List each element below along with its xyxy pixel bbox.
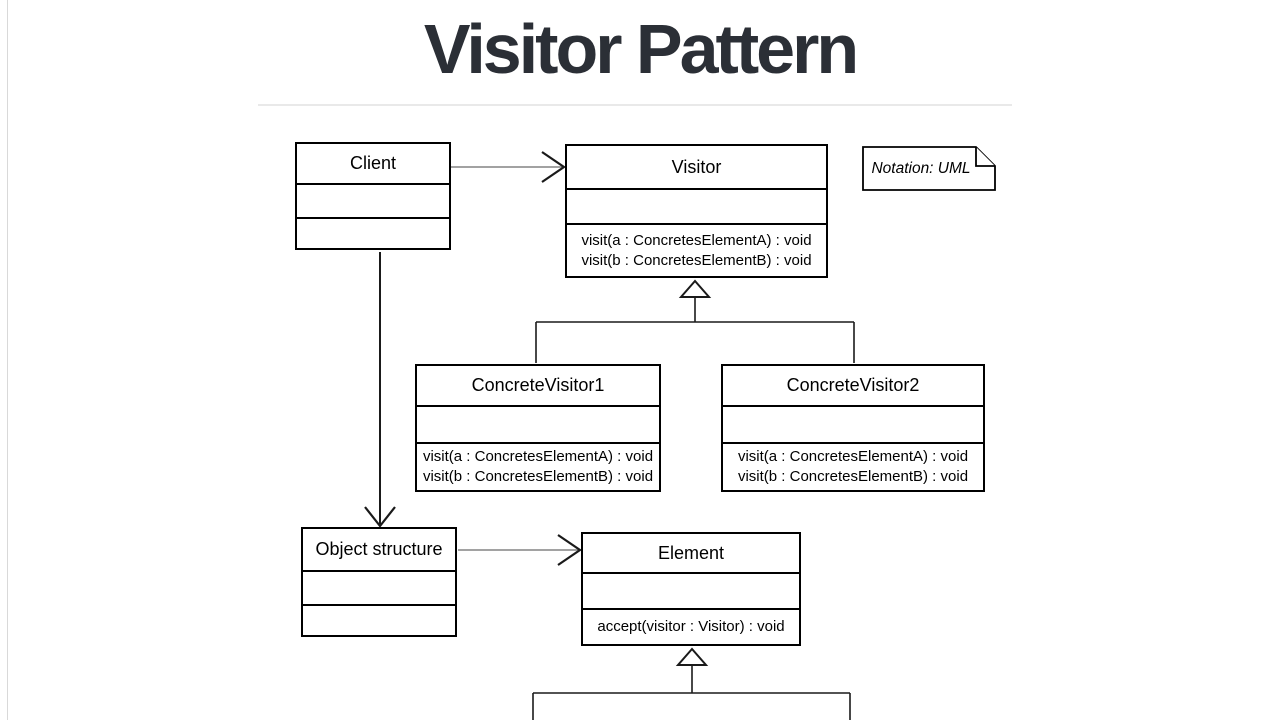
association-objectstructure-element [458, 534, 582, 566]
class-objectstructure-attributes [303, 570, 455, 604]
class-client-attributes [297, 183, 449, 217]
class-element-name: Element [657, 542, 725, 563]
class-concretevisitor1-name: ConcreteVisitor1 [471, 375, 605, 395]
class-concretevisitor1-methods: visit(a : ConcretesElementA) : void visi… [417, 442, 659, 490]
class-concretevisitor2: ConcreteVisitor2 visit(a : ConcretesElem… [721, 364, 985, 492]
method-accept: accept(visitor : Visitor) : void [597, 618, 785, 635]
method-visit-b: visit(b : ConcretesElementB) : void [422, 468, 654, 485]
method-visit-a: visit(a : ConcretesElementA) : void [581, 231, 812, 249]
association-client-objectstructure [364, 252, 396, 528]
class-concretevisitor1-attributes [417, 405, 659, 442]
generalization-concreteelements-element [532, 647, 851, 720]
method-visit-b: visit(b : ConcretesElementB) : void [737, 468, 969, 485]
class-visitor-name: Visitor [671, 156, 722, 177]
method-visit-a: visit(a : ConcretesElementA) : void [422, 448, 654, 465]
uml-note: Notation: UML [862, 146, 997, 191]
class-client: Client [295, 142, 451, 250]
note-label: Notation: UML [871, 159, 971, 177]
generalization-concretevisitors-visitor [535, 279, 855, 363]
note-shape [862, 146, 996, 191]
association-client-visitor [451, 151, 566, 183]
class-objectstructure-name: Object structure [315, 539, 443, 559]
class-concretevisitor2-methods: visit(a : ConcretesElementA) : void visi… [723, 442, 983, 490]
class-visitor: Visitor visit(a : ConcretesElementA) : v… [565, 144, 828, 278]
class-visitor-attributes [567, 188, 826, 223]
class-client-methods [297, 217, 449, 248]
class-objectstructure-methods [303, 604, 455, 635]
title-divider [258, 104, 1012, 106]
class-concretevisitor2-attributes [723, 405, 983, 442]
class-client-name: Client [349, 153, 397, 173]
class-concretevisitor2-name: ConcreteVisitor2 [786, 375, 920, 395]
class-element: Element accept(visitor : Visitor) : void [581, 532, 801, 646]
class-concretevisitor1: ConcreteVisitor1 visit(a : ConcretesElem… [415, 364, 661, 492]
class-element-methods: accept(visitor : Visitor) : void [583, 608, 799, 644]
class-objectstructure: Object structure [301, 527, 457, 637]
method-visit-a: visit(a : ConcretesElementA) : void [737, 448, 969, 465]
class-element-attributes [583, 572, 799, 608]
method-visit-b: visit(b : ConcretesElementB) : void [581, 251, 812, 269]
page-title: Visitor Pattern [423, 10, 859, 88]
class-visitor-methods: visit(a : ConcretesElementA) : void visi… [567, 223, 826, 276]
window-edge-line [7, 0, 8, 720]
